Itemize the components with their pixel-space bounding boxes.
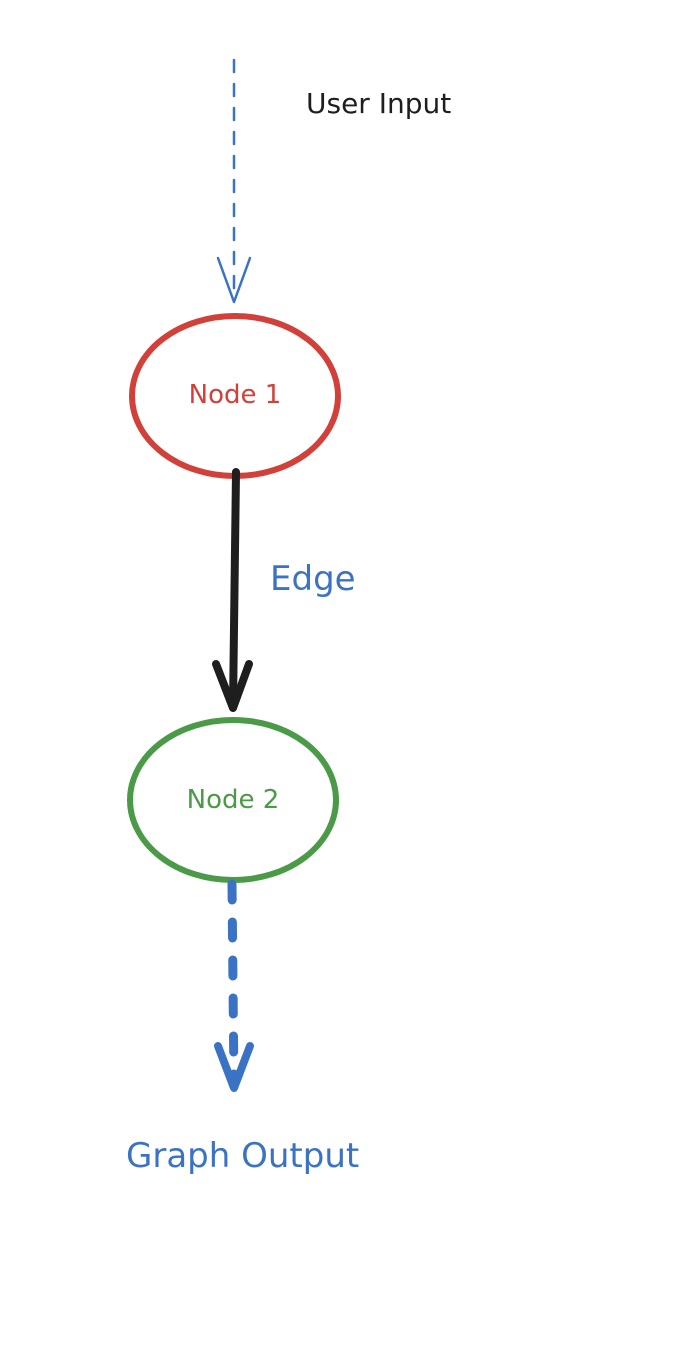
node-2-label: Node 2 (187, 785, 280, 815)
edge-label: Edge (270, 559, 356, 599)
input-arrow (216, 58, 252, 304)
output-arrow-shaft (227, 879, 239, 1091)
edge-arrow (212, 468, 253, 712)
input-arrowhead (216, 256, 252, 304)
output-label: Graph Output (126, 1136, 359, 1176)
edge-shaft (229, 468, 240, 710)
node-1: Node 1 (129, 313, 341, 479)
output-arrowhead (214, 1042, 254, 1092)
output-arrow (214, 879, 254, 1092)
node-2: Node 2 (127, 717, 339, 883)
input-label: User Input (306, 87, 451, 120)
edge-arrowhead (212, 660, 253, 712)
node-1-label: Node 1 (189, 380, 282, 410)
